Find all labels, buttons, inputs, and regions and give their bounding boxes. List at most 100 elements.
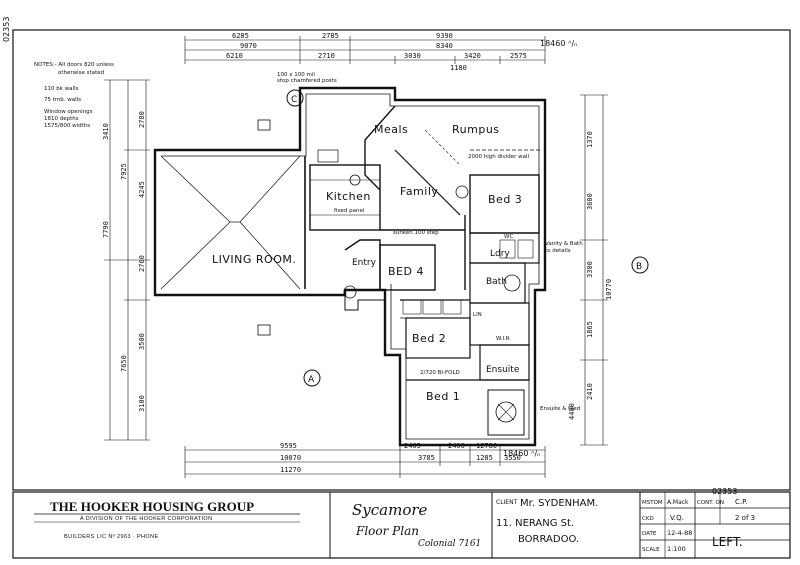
notes-item-5: 1575/800 widths (44, 123, 90, 129)
room-entry: Entry (352, 258, 377, 268)
room-labels: Meals Rumpus Kitchen Family Bed 3 LIVING… (212, 123, 522, 403)
callout-bifold: 2/720 BI-FOLD (420, 370, 460, 376)
callout-vanity: Vanity & Bath (545, 241, 583, 247)
date-value: 12-4-88 (667, 529, 692, 537)
dim-bottom-9: 3550 (504, 454, 521, 462)
dim-top-11: 1180 (450, 64, 467, 72)
room-linen: LIN (473, 312, 482, 318)
callout-post-2: stop chamfered posts (277, 78, 337, 84)
sheet-number-top: 02353 (2, 17, 11, 42)
callout-fixed-panel: fixed panel (334, 208, 365, 214)
room-rumpus: Rumpus (452, 123, 500, 136)
dim-right-3: 1370 (586, 131, 594, 148)
dim-top-5: 8340 (436, 42, 453, 50)
room-living: LIVING ROOM. (212, 253, 296, 266)
callout-shower: Ensuite & tiled (540, 406, 580, 412)
notes-line-1: NOTES:- All doors 820 unless (34, 62, 114, 68)
dim-right-7: 4400 (568, 403, 576, 420)
dim-left-5: 2760 (138, 255, 146, 272)
room-ensuite: Ensuite (486, 365, 520, 375)
dim-top-10: 2575 (510, 52, 527, 60)
dim-right-4: 3300 (586, 261, 594, 278)
room-family: Family (400, 185, 438, 198)
callout-vanity-2: to details (545, 248, 571, 254)
address-line-1: 11. NERANG St. (496, 518, 574, 529)
room-bed4: BED 4 (388, 265, 424, 278)
dim-left-3: 2780 (138, 111, 146, 128)
callouts: 100 x 100 mil stop chamfered posts 2000 … (277, 72, 583, 412)
ckd-label: CKD (642, 516, 654, 522)
dim-left-2: 7925 (120, 163, 128, 180)
building-walls (153, 86, 547, 447)
handing: LEFT. (712, 535, 743, 549)
dim-right-5: 1865 (586, 321, 594, 338)
series-name: Colonial 7161 (418, 539, 481, 549)
dim-bottom-5: 3785 (418, 454, 435, 462)
client-name: Mr. SYDENHAM. (520, 498, 598, 509)
notes-item-4: 1810 depths (44, 116, 79, 122)
date-label: DATE (642, 531, 657, 537)
dim-top-7: 2710 (318, 52, 335, 60)
section-marker-b: B (636, 262, 642, 272)
callout-post: 100 x 100 mil (277, 72, 315, 78)
scale-value: 1:100 (667, 545, 686, 553)
dim-left-4: 4245 (138, 181, 146, 198)
dim-left-6: 7790 (102, 221, 110, 238)
room-bed2: Bed 2 (412, 332, 446, 345)
dim-top-2: 2785 (322, 32, 339, 40)
dim-top-6: 6210 (226, 52, 243, 60)
dim-top-3: 9390 (436, 32, 453, 40)
dim-left-9: 7650 (120, 355, 128, 372)
room-laundry: Ldry (490, 249, 510, 259)
dim-bottom-8: 1285 (476, 454, 493, 462)
callout-divider-wall: 2000 high divider wall (468, 154, 530, 160)
room-wc: WC (504, 234, 513, 240)
mstom-value: A.Mack (667, 499, 689, 506)
callout-sunken: sunken 100 step (393, 230, 439, 236)
company-name: THE HOOKER HOUSING GROUP (50, 499, 254, 514)
dim-right-1: 3600 (586, 193, 594, 210)
cont-label: CONT. ON (697, 500, 724, 506)
cont-value: C.P. (735, 498, 747, 506)
datum-level-top: 18460 ᴬ/ₙ (540, 39, 577, 48)
room-meals: Meals (374, 123, 408, 136)
ckd-value: V.Q. (670, 514, 684, 522)
room-wir: W.I.R (496, 336, 510, 342)
company-division: A DIVISION OF THE HOOKER CORPORATION (80, 516, 212, 522)
section-marker-a: A (308, 375, 315, 385)
section-markers: C B A (286, 89, 649, 387)
builders-licence: BUILDERS LIC Nº 2963 · PHONE (64, 533, 159, 540)
sheet-name: Floor Plan (355, 524, 419, 538)
client-label: CLIENT (496, 499, 518, 506)
dimension-lines (104, 36, 608, 478)
datum-level-bottom: 18460 ᴬ/ₙ (503, 449, 540, 458)
dim-top-1: 6285 (232, 32, 249, 40)
dim-right-2: 10770 (605, 279, 613, 300)
room-kitchen: Kitchen (326, 190, 371, 203)
design-name: Sycamore (352, 501, 428, 519)
dim-left-7: 3100 (138, 395, 146, 412)
dim-bottom-2: 10070 (280, 454, 301, 462)
scale-label: SCALE (642, 547, 660, 553)
mstom-label: MSTOM (642, 500, 663, 506)
dim-bottom-3: 11270 (280, 466, 301, 474)
address-line-2: BORRADOO. (518, 534, 579, 545)
dim-right-6: 2410 (586, 383, 594, 400)
notes-item-2: 75 tmb. walls (44, 97, 81, 103)
notes-line-2: otherwise stated (58, 70, 104, 76)
room-bed1: Bed 1 (426, 390, 460, 403)
notes-item-3: Window openings (44, 109, 93, 115)
notes-block: NOTES:- All doors 820 unless otherwise s… (34, 62, 114, 129)
dim-left-1: 3410 (102, 123, 110, 140)
dimension-labels: 6285 2785 9390 9070 8340 6210 2710 3030 … (102, 32, 613, 474)
dim-bottom-1: 9595 (280, 442, 297, 450)
sheet-number: 2 of 3 (735, 514, 755, 522)
dim-top-8: 3030 (404, 52, 421, 60)
title-block (12, 491, 791, 559)
notes-item-1: 110 bk walls (44, 86, 79, 92)
dim-left-8: 3500 (138, 333, 146, 350)
dim-top-4: 9070 (240, 42, 257, 50)
room-bath: Bath (486, 277, 507, 287)
sheet-border (12, 29, 791, 491)
